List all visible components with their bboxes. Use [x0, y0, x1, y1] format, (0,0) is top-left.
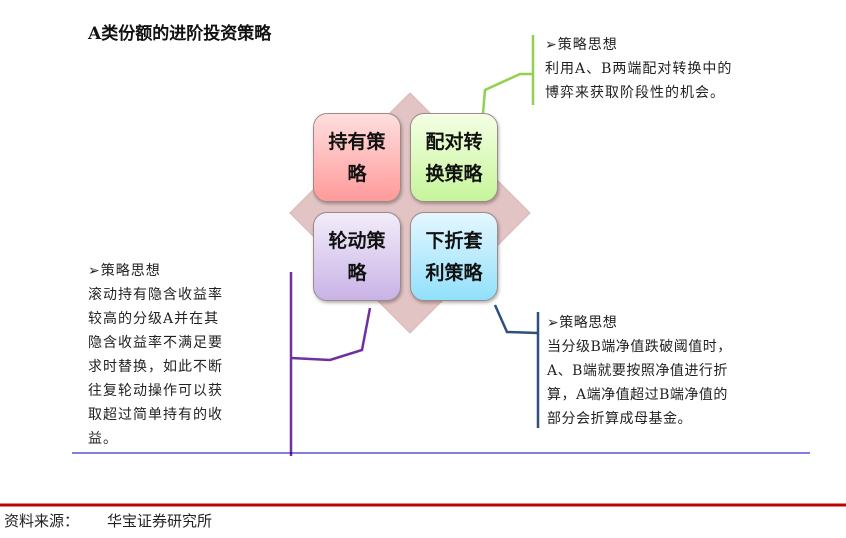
quadrant-holding-strategy: 持有策略 [313, 113, 401, 202]
connector-pair [481, 72, 533, 114]
note-line: 往复轮动操作可以获 [88, 383, 223, 399]
connector-arbitrage [493, 304, 539, 335]
note-arbitrage: ➢策略思想 当分级B端净值跌破阈值时， A、B端就要按照净值进行折 算，A端净值… [547, 311, 732, 431]
note-line: A、B端就要按照净值进行折 [547, 363, 728, 379]
quadrant-pair-conversion-strategy: 配对转换策略 [410, 113, 498, 202]
note-line: 当分级B端净值跌破阈值时， [547, 339, 732, 355]
note-heading: ➢策略思想 [547, 315, 618, 331]
diagram-title: A类份额的进阶投资策略 [88, 24, 272, 44]
note-heading: ➢策略思想 [88, 263, 161, 279]
source-org: 华宝证券研究所 [107, 512, 213, 530]
connector-rotation [290, 307, 372, 362]
note-line: 求时替换，如此不断 [88, 359, 223, 375]
note-heading: ➢策略思想 [545, 37, 618, 53]
note-line: 博弈来获取阶段性的机会。 [545, 85, 725, 101]
note-line: 隐含收益率不满足要 [88, 335, 223, 351]
note-line: 益。 [88, 431, 118, 447]
quadrant-rotation-strategy: 轮动策略 [313, 212, 401, 301]
note-pair: ➢策略思想 利用A、B两端配对转换中的 博弈来获取阶段性的机会。 [545, 33, 732, 105]
note-line: 算，A端净值超过B端净值的 [547, 387, 728, 403]
note-line: 取超过简单持有的收 [88, 407, 223, 423]
note-line: 部分会折算成母基金。 [547, 411, 692, 427]
note-line: 滚动持有隐含收益率 [88, 287, 223, 303]
source-caption: 资料来源： 华宝证券研究所 [4, 510, 212, 531]
note-line: 较高的分级A并在其 [88, 311, 220, 327]
source-label: 资料来源： [4, 512, 80, 530]
note-rotation: ➢策略思想 滚动持有隐含收益率 较高的分级A并在其 隐含收益率不满足要 求时替换… [88, 259, 223, 451]
note-line: 利用A、B两端配对转换中的 [545, 61, 733, 77]
quadrant-downward-arbitrage-strategy: 下折套利策略 [410, 212, 498, 301]
